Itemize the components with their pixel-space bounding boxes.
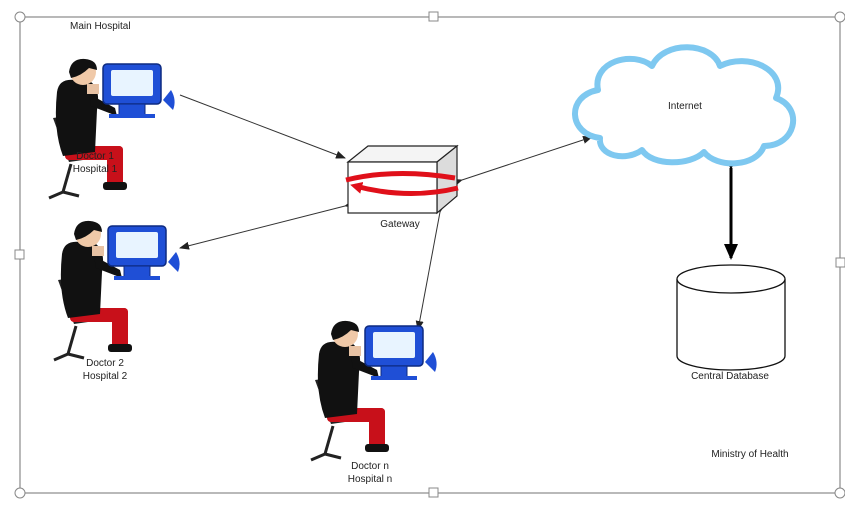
doctorn-label: Doctor n Hospital n xyxy=(315,460,425,486)
resize-handle-bottom[interactable] xyxy=(428,487,439,498)
resize-handle-top-left[interactable] xyxy=(14,11,26,23)
doctor2-hospital: Hospital 2 xyxy=(82,371,128,382)
gateway-flow-arrow-icon xyxy=(345,170,456,183)
doctor2-label: Doctor 2 Hospital 2 xyxy=(50,357,160,383)
container-title: Main Hospital xyxy=(70,21,131,32)
resize-handle-left[interactable] xyxy=(14,249,25,260)
connector-gateway-doctor2[interactable] xyxy=(179,199,355,250)
internet-cloud-node[interactable] xyxy=(572,44,796,167)
gateway-node[interactable] xyxy=(345,144,459,215)
connector-gateway-doctorn[interactable] xyxy=(415,202,446,331)
cloud-shape-icon xyxy=(572,44,796,167)
database-cylinder-body-icon xyxy=(676,279,786,371)
resize-handle-top[interactable] xyxy=(428,11,439,22)
connector-doctor1-gateway[interactable] xyxy=(179,94,346,159)
doctor1-workstation-icon[interactable] xyxy=(48,58,175,200)
doctor2-name: Doctor 2 xyxy=(86,358,124,369)
database-cylinder-top-icon xyxy=(676,264,786,294)
doctorn-name: Doctor n xyxy=(351,461,389,472)
connector-gateway-internet[interactable] xyxy=(452,136,593,187)
internet-label: Internet xyxy=(668,101,702,112)
doctor1-label: Doctor 1 Hospital 1 xyxy=(40,150,150,176)
doctorn-hospital: Hospital n xyxy=(347,474,393,485)
ministry-label: Ministry of Health xyxy=(711,449,789,460)
central-database-node[interactable] xyxy=(676,264,786,371)
doctor2-workstation-icon[interactable] xyxy=(53,220,180,362)
doctorn-workstation-icon[interactable] xyxy=(310,320,437,462)
resize-handle-top-right[interactable] xyxy=(834,11,845,23)
doctor1-name: Doctor 1 xyxy=(76,151,114,162)
gateway-label: Gateway xyxy=(380,219,420,230)
resize-handle-bottom-left[interactable] xyxy=(14,487,26,499)
doctor1-hospital: Hospital 1 xyxy=(72,164,118,175)
resize-handle-right[interactable] xyxy=(835,257,845,268)
container-frame[interactable] xyxy=(14,11,845,499)
database-label: Central Database xyxy=(691,371,769,382)
gateway-return-arrow-icon xyxy=(350,181,459,197)
resize-handle-bottom-right[interactable] xyxy=(834,487,845,499)
